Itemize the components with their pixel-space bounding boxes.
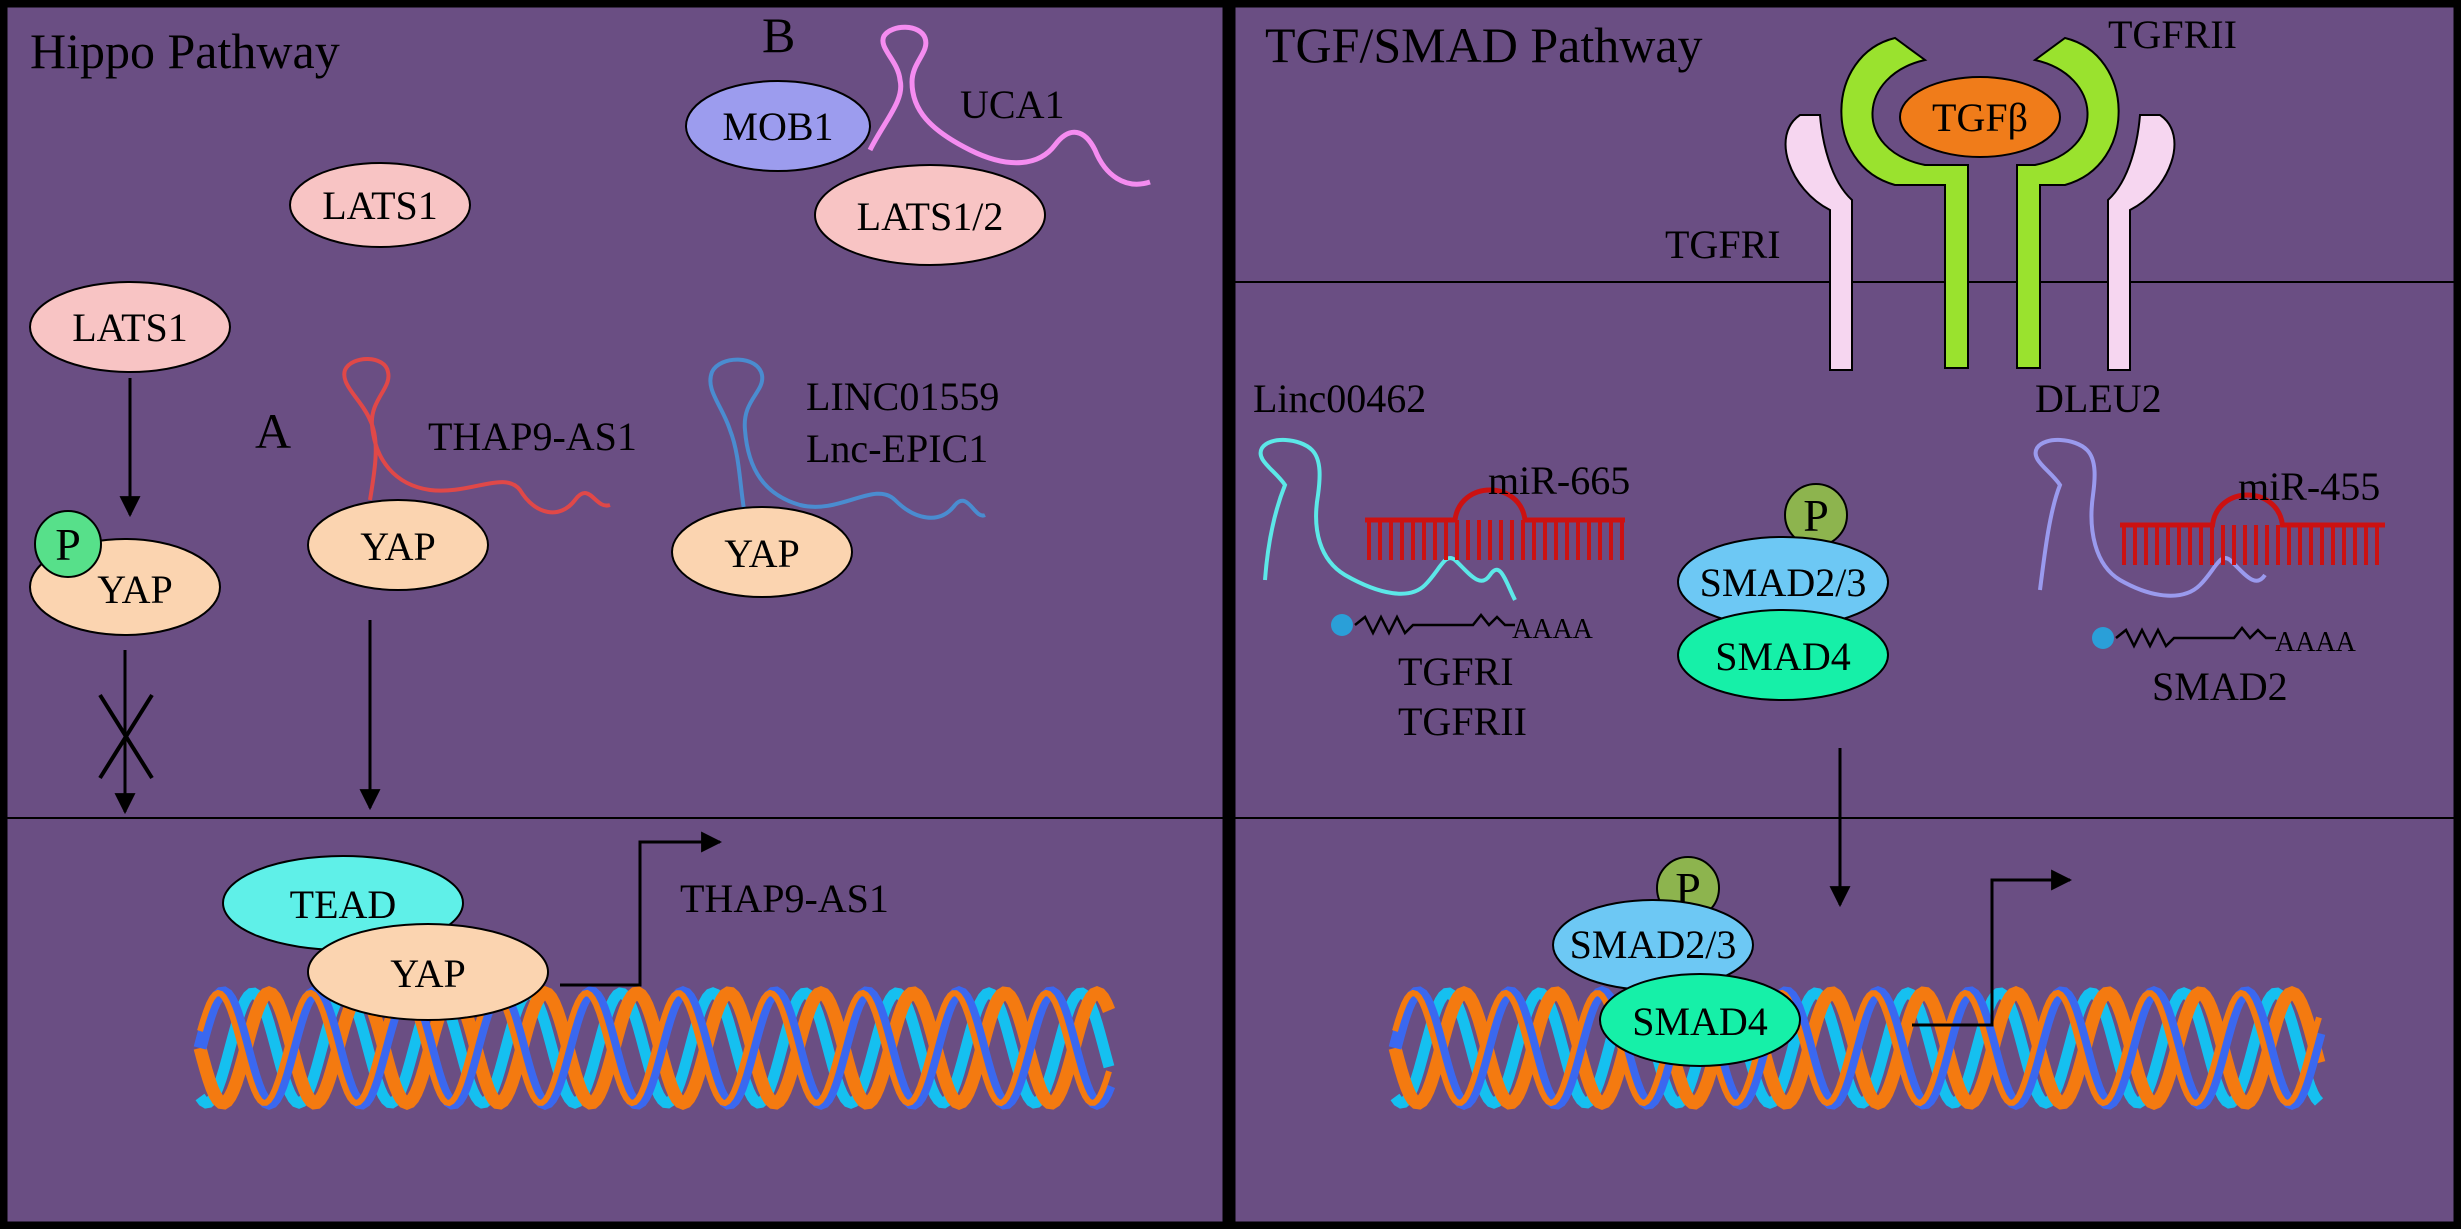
yap-right-label: YAP bbox=[724, 531, 800, 576]
lats1-left-label: LATS1 bbox=[72, 305, 188, 350]
polya-right-label: AAAA bbox=[2275, 627, 2357, 658]
tgfrii-left-arc bbox=[1840, 36, 1969, 369]
yap-right-protein bbox=[671, 506, 853, 598]
mir665-backbone bbox=[1365, 487, 1625, 523]
smad2-target-label: SMAD2 bbox=[2152, 664, 2288, 709]
smad23-nucleus-label: SMAD2/3 bbox=[1570, 922, 1737, 967]
smad4-nucleus-label: SMAD4 bbox=[1632, 999, 1768, 1044]
phospho-left-label: P bbox=[55, 519, 81, 570]
thap9-transcription-arrow bbox=[560, 831, 723, 987]
hippo-title: Hippo Pathway bbox=[30, 23, 340, 79]
label-a: A bbox=[255, 403, 291, 459]
mrna-cap-left bbox=[1331, 614, 1353, 636]
linc01559-label: LINC01559 bbox=[806, 374, 999, 419]
label-b: B bbox=[762, 7, 795, 63]
uca1-label: UCA1 bbox=[960, 82, 1064, 127]
hippo-dna-strand-4 bbox=[197, 989, 1112, 1107]
tgfri-label: TGFRI bbox=[1665, 222, 1781, 267]
lnc-epic1-label: Lnc-EPIC1 bbox=[806, 426, 988, 471]
smad4-cyto-protein bbox=[1677, 609, 1889, 701]
tgf-dna-strand-4 bbox=[1392, 989, 2322, 1107]
phospho-cyto-label: P bbox=[1803, 490, 1829, 541]
mir665-rna bbox=[1365, 487, 1625, 560]
lats1-top-protein bbox=[289, 162, 471, 248]
dleu2-label: DLEU2 bbox=[2035, 376, 2162, 421]
lats1-top-label: LATS1 bbox=[322, 183, 438, 228]
tgfrii-label: TGFRII bbox=[2108, 12, 2237, 57]
tgf-title: TGF/SMAD Pathway bbox=[1265, 17, 1703, 73]
mob1-label: MOB1 bbox=[722, 104, 833, 149]
lats12-protein bbox=[814, 164, 1046, 266]
yap-mid-protein bbox=[307, 499, 489, 591]
mir455-backbone bbox=[2120, 492, 2385, 528]
uca1-rna bbox=[867, 24, 1151, 187]
yap-mid-label: YAP bbox=[360, 524, 436, 569]
linc00462-label: Linc00462 bbox=[1253, 376, 1426, 421]
smad-transcription-arrow bbox=[1912, 869, 2073, 1027]
tgfb-ligand bbox=[1899, 76, 2061, 158]
tgfri-right-cap bbox=[2107, 114, 2176, 371]
tgfrii-target-label: TGFRII bbox=[1398, 699, 1527, 744]
smad4-nucleus-protein bbox=[1599, 973, 1801, 1067]
tgf-dna-helix bbox=[1388, 985, 2326, 1111]
tgf-dna-strand-3 bbox=[1388, 985, 2326, 1111]
tgfri-target-label: TGFRI bbox=[1398, 649, 1514, 694]
linc01559-rna bbox=[708, 357, 986, 520]
tgf-receptor bbox=[1784, 36, 2176, 371]
mir455-label: miR-455 bbox=[2238, 464, 2380, 509]
thap9-as1-label: THAP9-AS1 bbox=[428, 414, 637, 459]
lats1-left-protein bbox=[29, 281, 231, 373]
lats12-label: LATS1/2 bbox=[857, 194, 1004, 239]
yap-nucleus-protein bbox=[307, 923, 549, 1021]
smad4-cyto-label: SMAD4 bbox=[1715, 634, 1851, 679]
tgfri-mrna bbox=[1354, 612, 1515, 636]
mir455-rna bbox=[2120, 492, 2385, 565]
smad23-cyto-label: SMAD2/3 bbox=[1700, 560, 1867, 605]
tgfri-left-cap bbox=[1784, 114, 1853, 371]
tead-label: TEAD bbox=[290, 882, 397, 927]
linc00462-rna bbox=[1258, 438, 1517, 601]
thap9-as1-target-label: THAP9-AS1 bbox=[680, 876, 889, 921]
polya-left-label: AAAA bbox=[1512, 614, 1594, 645]
yap-left-label: YAP bbox=[97, 567, 173, 612]
tgfb-label: TGFβ bbox=[1932, 95, 2028, 140]
smad2-mrna bbox=[2115, 625, 2276, 649]
mir665-label: miR-665 bbox=[1488, 458, 1630, 503]
phospho-left bbox=[34, 510, 102, 578]
thap9-as1-rna bbox=[342, 357, 611, 515]
mrna-cap-right bbox=[2092, 627, 2114, 649]
mob1-protein bbox=[685, 80, 871, 172]
tgfrii-right-arc bbox=[2016, 36, 2120, 369]
dleu2-rna bbox=[2033, 438, 2267, 598]
block-cross-2 bbox=[98, 693, 154, 780]
yap-nucleus-label: YAP bbox=[390, 951, 466, 996]
